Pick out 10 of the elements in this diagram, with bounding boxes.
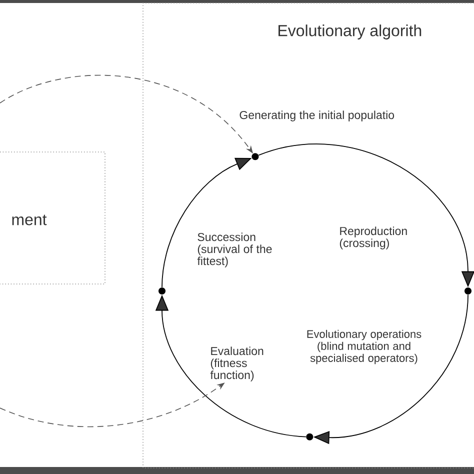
junction-dot <box>252 153 259 160</box>
junction-dot <box>158 288 166 294</box>
stage-label: Generating the initial populatio <box>240 110 394 122</box>
stage-label: Evolutionary operations (blind mutation and specialised operators) <box>307 330 422 364</box>
stage-label: Reproduction (crossing) <box>340 226 407 250</box>
junction-dot <box>306 433 314 440</box>
stage-label: Succession (survival of the fittest) <box>197 232 272 268</box>
stage-label: Evaluation (fitness function) <box>210 346 264 382</box>
dotted-box: ment <box>0 152 106 284</box>
junction-dot <box>464 288 472 294</box>
